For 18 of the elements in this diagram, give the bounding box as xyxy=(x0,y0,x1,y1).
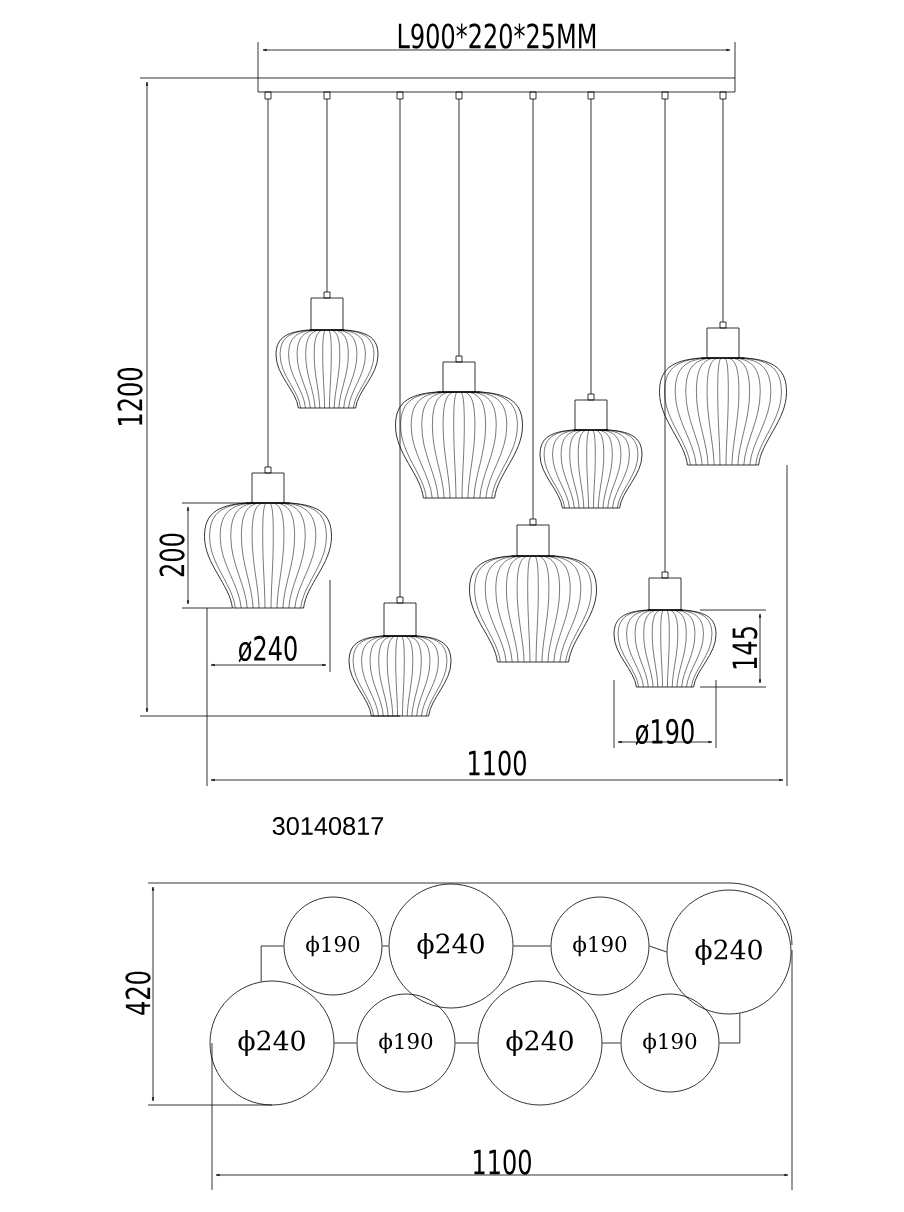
dimension-label: 1200 xyxy=(117,368,143,425)
dimension-label: 1100 xyxy=(474,1149,531,1175)
connector-line xyxy=(455,1042,478,1044)
dimension-label: ø240 xyxy=(238,635,297,663)
dimension-label: ø190 xyxy=(635,718,694,746)
dimension-label: 420 xyxy=(125,971,151,1015)
connector-line xyxy=(719,1013,741,1044)
connector-line xyxy=(334,1042,357,1044)
connector-line xyxy=(602,1042,621,1044)
dimension-label: 145 xyxy=(732,627,758,669)
dimension-label: 200 xyxy=(159,533,185,577)
dimension-label: L900*220*25MM xyxy=(398,23,596,49)
connector-line xyxy=(649,945,667,953)
model-number: 30140817 xyxy=(272,817,384,835)
connector-line xyxy=(382,945,389,947)
dimension-label: 1100 xyxy=(469,750,526,776)
connector-line xyxy=(513,945,551,947)
connector-line xyxy=(260,945,284,982)
